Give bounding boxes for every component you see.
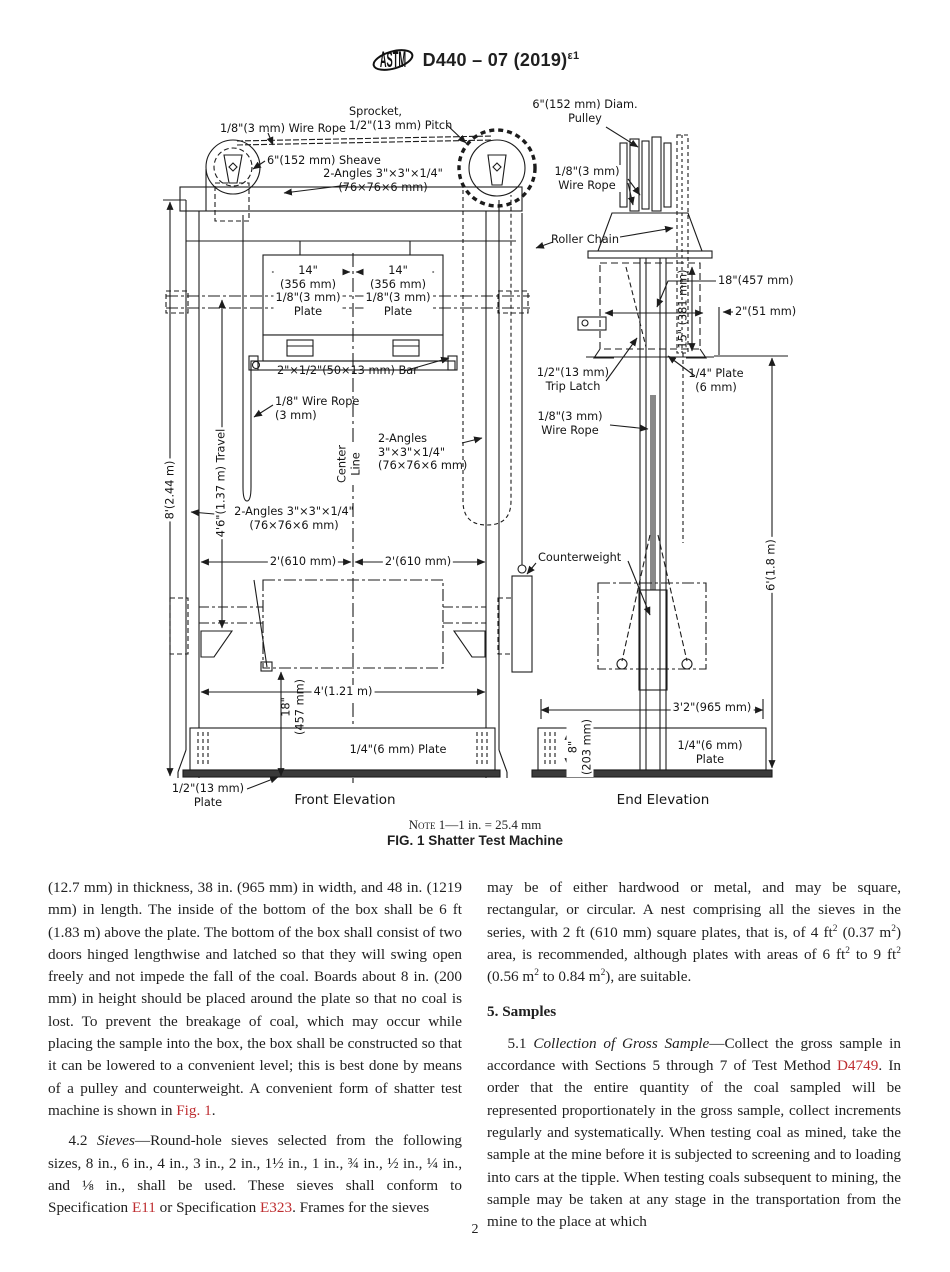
label-dim-2in: 2"(51 mm) xyxy=(733,305,799,319)
label-dim-15in: 15" (381 mm) xyxy=(676,269,690,349)
standard-designation: D440 – 07 (2019)ε1 xyxy=(423,50,580,71)
figure-note: Note 1—1 in. = 25.4 mm xyxy=(0,817,950,833)
label-plate-14-right: 14" (356 mm) 1/8"(3 mm) Plate xyxy=(363,264,433,318)
label-wire-rope-top: 1/8"(3 mm) Wire Rope xyxy=(220,122,346,135)
label-dim-18in-end: 18"(457 mm) xyxy=(716,274,796,288)
label-dim-8ft: 8'(2.44 m) xyxy=(163,458,177,522)
label-plate-quarter-front: 1/4"(6 mm) Plate xyxy=(347,743,449,757)
end-elevation-drawing xyxy=(531,126,788,778)
label-center-line: Center Line xyxy=(335,442,363,486)
front-elevation-caption: Front Elevation xyxy=(294,792,396,808)
e323-reference[interactable]: E323 xyxy=(260,1199,293,1217)
label-dim-travel: 4'6"(1.37 m) Travel xyxy=(214,426,228,540)
label-angles-left: 2-Angles 3"×3"×1/4" (76×76×6 mm) xyxy=(234,505,354,532)
counterweight-front xyxy=(511,564,533,673)
counterweight-end xyxy=(638,589,668,691)
label-plate-quarter-top: 1/4" Plate (6 mm) xyxy=(688,367,744,394)
note-text: 1—1 in. = 25.4 mm xyxy=(435,817,542,832)
label-dim-8in: 8" (203 mm) xyxy=(566,717,594,777)
note-label: Note xyxy=(408,817,436,832)
label-pulley-diameter: 6"(152 mm) Diam. Pulley xyxy=(532,98,638,125)
roller-chain-loop xyxy=(462,190,512,526)
left-sheave xyxy=(205,139,261,222)
label-angles-top: 2-Angles 3"×3"×1/4" (76×76×6 mm) xyxy=(323,167,443,194)
label-sprocket: Sprocket, 1/2"(13 mm) Pitch xyxy=(349,105,453,132)
trip-latch xyxy=(625,266,647,348)
bottom-plate-box-front xyxy=(189,727,496,771)
label-plate-quarter-bottom: 1/4"(6 mm) Plate xyxy=(675,739,745,766)
right-column: may be of either hardwood or metal, and … xyxy=(487,877,901,1233)
fig-1-reference[interactable]: Fig. 1 xyxy=(176,1101,212,1119)
label-sheave: 6"(152 mm) Sheave xyxy=(267,154,381,167)
label-dim-4ft: 4'(1.21 m) xyxy=(311,685,375,699)
paragraph-4-2-sieves: 4.2 Sieves—Round-hole sieves selected fr… xyxy=(48,1132,463,1217)
label-wire-rope-right: 1/8"(3 mm) Wire Rope xyxy=(552,165,622,192)
label-dim-6ft: 6'(1.8 m) xyxy=(764,537,778,593)
astm-logo: ASTM xyxy=(372,48,413,73)
label-trip-latch: 1/2"(13 mm) Trip Latch xyxy=(536,366,610,393)
box-lowered-position xyxy=(262,579,444,669)
designation-text: D440 – 07 (2019) xyxy=(422,49,568,70)
e11-reference[interactable]: E11 xyxy=(131,1199,156,1217)
paragraph-sieve-frames: may be of either hardwood or metal, and … xyxy=(487,879,902,986)
label-dim-2ft-right: 2'(610 mm) xyxy=(382,555,454,569)
paragraph-5-1-collection: 5.1 Collection of Gross Sample—Collect t… xyxy=(487,1034,901,1231)
trip-housing xyxy=(599,262,701,350)
label-dim-18in: 18" (457 mm) xyxy=(279,679,307,735)
label-wire-rope-mid: 1/8" Wire Rope (3 mm) xyxy=(275,395,360,422)
page-header: ASTM D440 – 07 (2019)ε1 xyxy=(0,44,950,76)
page-number: 2 xyxy=(471,1222,479,1237)
right-sprocket xyxy=(457,128,537,208)
label-roller-chain: Roller Chain xyxy=(551,233,619,246)
label-counterweight: Counterweight xyxy=(538,551,622,564)
astm-logo-text: ASTM xyxy=(379,48,405,73)
d4749-reference[interactable]: D4749 xyxy=(836,1057,879,1075)
shatter-test-machine-drawing xyxy=(163,124,788,790)
paragraph-continuation: (12.7 mm) in thickness, 38 in. (965 mm) … xyxy=(48,879,462,1119)
designation-superscript: ε1 xyxy=(567,49,580,62)
base-plate-front xyxy=(182,769,501,778)
label-plate-half: 1/2"(13 mm) Plate xyxy=(171,782,245,809)
body-columns: (12.7 mm) in thickness, 38 in. (965 mm) … xyxy=(48,877,902,1233)
label-plate-14-left: 14" (356 mm) 1/8"(3 mm) Plate xyxy=(273,264,343,318)
label-dim-3ft2: 3'2"(965 mm) xyxy=(670,701,754,715)
pulley-stack xyxy=(619,136,672,212)
base-plate-end xyxy=(531,769,773,778)
figure-1: 1/8"(3 mm) Wire Rope Sprocket, 1/2"(13 m… xyxy=(0,95,950,820)
label-angles-right: 2-Angles 3"×3"×1/4" (76×76×6 mm) xyxy=(378,432,468,472)
end-elevation-caption: End Elevation xyxy=(616,792,710,808)
section-5-heading: 5. Samples xyxy=(487,1003,557,1021)
left-column: (12.7 mm) in thickness, 38 in. (965 mm) … xyxy=(48,877,462,1233)
wire-rope-hairpin xyxy=(242,215,252,502)
label-dim-2ft-left: 2'(610 mm) xyxy=(267,555,339,569)
figure-caption: FIG. 1 Shatter Test Machine xyxy=(386,833,564,848)
label-wire-rope-end: 1/8"(3 mm) Wire Rope xyxy=(537,410,603,437)
label-bar: 2"×1/2"(50×13 mm) Bar xyxy=(277,364,418,377)
